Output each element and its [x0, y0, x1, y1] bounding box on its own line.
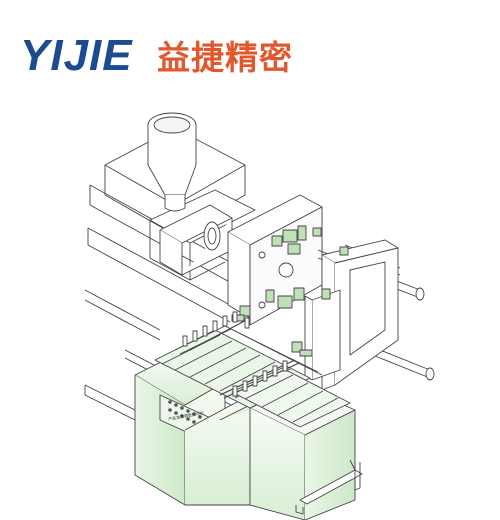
- moving-platen: [304, 239, 399, 391]
- logo-text-latin: YIJIE: [20, 31, 133, 80]
- mould-components: [231, 225, 349, 357]
- conveyor-tray: [154, 317, 351, 428]
- logo-text-chinese: 益捷精密: [157, 38, 293, 77]
- injection-unit: [159, 204, 233, 276]
- grippers: [182, 311, 288, 397]
- base-plate: [295, 459, 363, 515]
- hopper: [147, 112, 197, 212]
- header: YIJIE 益捷精密: [0, 0, 500, 100]
- control-buttons: [168, 400, 208, 427]
